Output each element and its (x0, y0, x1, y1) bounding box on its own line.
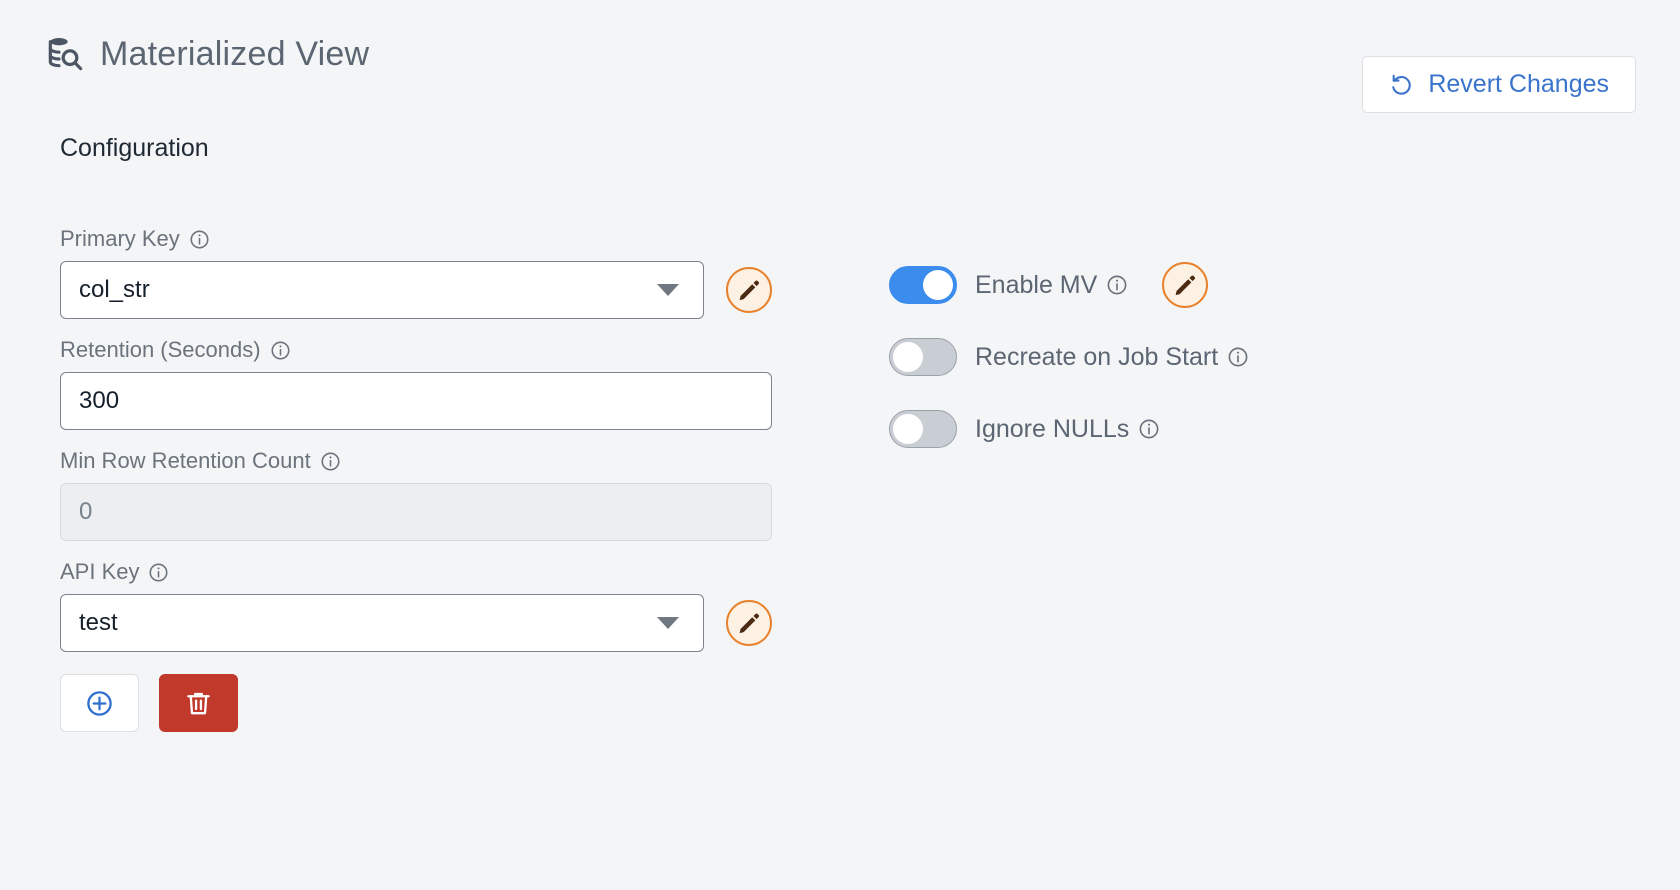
field-retention-seconds: Retention (Seconds) 300 (60, 339, 772, 430)
page-header: Materialized View Revert Changes (44, 34, 1636, 113)
primary-key-value: col_str (79, 276, 150, 303)
toggle-knob (893, 414, 923, 444)
api-key-row-actions (60, 674, 772, 732)
retention-label-row: Retention (Seconds) (60, 339, 772, 361)
recreate-on-job-start-label: Recreate on Job Start (975, 342, 1219, 371)
toggle-ignore-nulls[interactable] (889, 410, 957, 448)
delete-api-key-button[interactable] (159, 674, 238, 732)
min-row-retention-label-row: Min Row Retention Count (60, 450, 772, 472)
configuration-heading: Configuration (60, 134, 209, 162)
info-circle-icon[interactable] (1106, 274, 1128, 296)
primary-key-label: Primary Key (60, 226, 180, 251)
field-api-key: API Key test (60, 561, 772, 732)
toggle-recreate-on-job-start[interactable] (889, 338, 957, 376)
enable-mv-label: Enable MV (975, 270, 1098, 299)
plus-circle-icon (85, 689, 114, 718)
pencil-icon (737, 278, 762, 303)
min-row-retention-count-input: 0 (60, 483, 772, 541)
title-group: Materialized View (44, 34, 1636, 74)
api-key-value: test (79, 609, 118, 636)
min-row-retention-control-row: 0 (60, 483, 772, 541)
ignore-nulls-label: Ignore NULLs (975, 414, 1130, 443)
retention-seconds-label: Retention (Seconds) (60, 337, 261, 362)
revert-changes-button[interactable]: Revert Changes (1362, 56, 1636, 113)
toggle-options: Enable MV (889, 262, 1249, 478)
info-circle-icon[interactable] (1138, 418, 1160, 440)
info-circle-icon[interactable] (320, 451, 341, 472)
ignore-nulls-label-row: Ignore NULLs (975, 414, 1160, 443)
database-search-icon (44, 34, 84, 74)
primary-key-label-row: Primary Key (60, 228, 772, 250)
field-primary-key: Primary Key col_str (60, 228, 772, 319)
api-key-label: API Key (60, 559, 140, 584)
edit-enable-mv-button[interactable] (1162, 262, 1209, 308)
edit-primary-key-button[interactable] (726, 267, 772, 313)
retention-seconds-value: 300 (79, 387, 120, 414)
revert-changes-label: Revert Changes (1428, 70, 1609, 98)
api-key-label-row: API Key (60, 561, 772, 583)
enable-mv-label-row: Enable MV (975, 270, 1128, 299)
toggle-enable-mv[interactable] (889, 266, 957, 304)
info-circle-icon[interactable] (1227, 346, 1249, 368)
toggle-knob (893, 342, 923, 372)
retention-seconds-input[interactable]: 300 (60, 372, 772, 430)
primary-key-control-row: col_str (60, 261, 772, 319)
toggle-knob (923, 270, 953, 300)
retention-control-row: 300 (60, 372, 772, 430)
field-min-row-retention-count: Min Row Retention Count 0 (60, 450, 772, 541)
page-title: Materialized View (100, 35, 370, 73)
pencil-icon (1173, 273, 1198, 298)
edit-api-key-button[interactable] (726, 600, 772, 646)
toggle-row-recreate-on-job-start: Recreate on Job Start (889, 334, 1249, 380)
chevron-down-icon (657, 284, 679, 296)
toggle-row-enable-mv: Enable MV (889, 262, 1249, 308)
info-circle-icon[interactable] (270, 340, 291, 361)
min-row-retention-count-value: 0 (79, 498, 93, 525)
info-circle-icon[interactable] (148, 562, 169, 583)
info-circle-icon[interactable] (189, 229, 210, 250)
toggle-row-ignore-nulls: Ignore NULLs (889, 406, 1249, 452)
chevron-down-icon (657, 617, 679, 629)
api-key-control-row: test (60, 594, 772, 652)
trash-icon (184, 689, 213, 718)
add-api-key-button[interactable] (60, 674, 139, 732)
undo-rotate-left-icon (1389, 72, 1414, 97)
primary-key-select[interactable]: col_str (60, 261, 704, 319)
recreate-on-job-start-label-row: Recreate on Job Start (975, 342, 1249, 371)
configuration-form: Primary Key col_str (60, 228, 772, 752)
pencil-icon (737, 611, 762, 636)
min-row-retention-count-label: Min Row Retention Count (60, 448, 311, 473)
api-key-select[interactable]: test (60, 594, 704, 652)
